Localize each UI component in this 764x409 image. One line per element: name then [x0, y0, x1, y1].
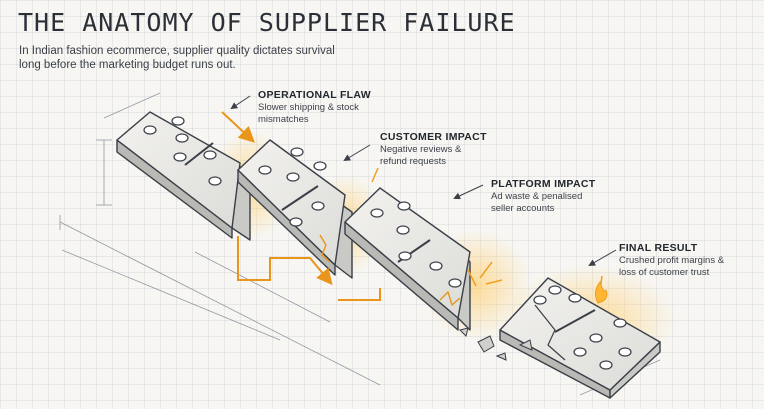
stage-description: Negative reviews & refund requests: [380, 144, 462, 167]
stage-heading: FINAL RESULT: [619, 242, 698, 254]
flow-arrow-2: [237, 236, 333, 286]
domino-operational-flaw: [116, 111, 251, 241]
stage-heading: PLATFORM IMPACT: [491, 178, 596, 190]
stage-label-platform-impact: PLATFORM IMPACT Ad waste & penalised sel…: [491, 178, 661, 214]
stage-label-customer-impact: CUSTOMER IMPACT Negative reviews & refun…: [380, 131, 550, 167]
domino-customer-impact: [237, 139, 353, 279]
stage-label-final-result: FINAL RESULT Crushed profit margins & lo…: [619, 242, 764, 278]
leader-arrow-4: [588, 249, 617, 266]
stage-description: Slower shipping & stock mismatches: [258, 102, 359, 125]
stage-heading: CUSTOMER IMPACT: [380, 131, 487, 143]
stage-heading: OPERATIONAL FLAW: [258, 89, 371, 101]
page-subtitle: In Indian fashion ecommerce, supplier qu…: [19, 45, 335, 71]
stage-description: Crushed profit margins & loss of custome…: [619, 255, 725, 278]
flame-icon: [595, 281, 608, 304]
leader-arrow-1: [230, 95, 251, 110]
leader-arrow-3: [453, 184, 484, 200]
stage-label-operational-flaw: OPERATIONAL FLAW Slower shipping & stock…: [258, 89, 428, 125]
page-title: THE ANATOMY OF SUPPLIER FAILURE: [18, 8, 516, 37]
stage-description: Ad waste & penalised seller accounts: [491, 191, 583, 214]
domino-platform-impact: [344, 187, 471, 331]
leader-arrow-2: [343, 144, 371, 162]
debris: [459, 327, 533, 361]
flow-arrow-3: [338, 288, 381, 301]
flow-arrow-1: [221, 111, 255, 143]
